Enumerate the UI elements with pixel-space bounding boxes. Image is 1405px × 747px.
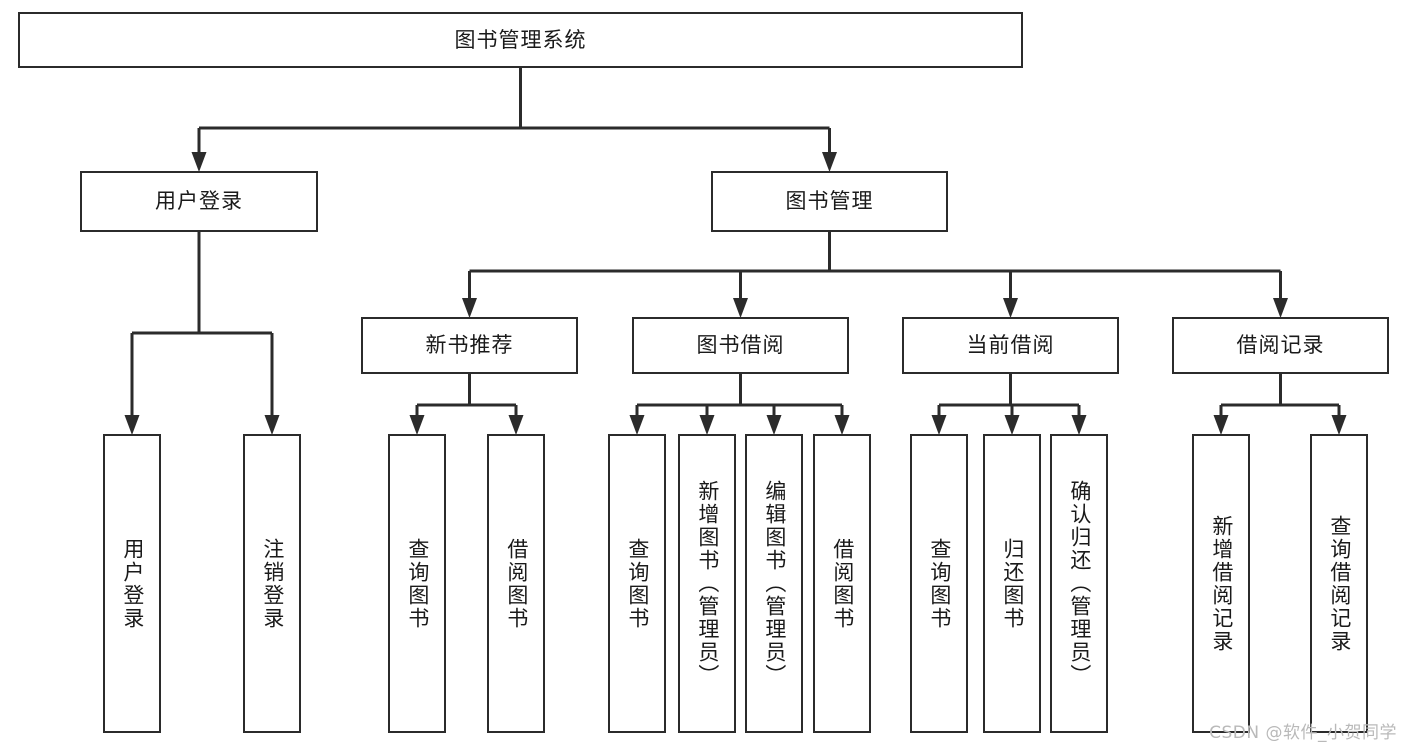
node-newbook[interactable]: 新书推荐 bbox=[361, 317, 578, 374]
arrowhead-icon bbox=[733, 298, 748, 318]
arrowhead-icon bbox=[1004, 415, 1020, 435]
arrowhead-icon bbox=[1213, 415, 1229, 435]
arrowhead-icon bbox=[931, 415, 947, 435]
arrowhead-icon bbox=[822, 152, 837, 172]
node-l6[interactable]: 新增图书（管理员） bbox=[678, 434, 736, 733]
node-l10[interactable]: 归还图书 bbox=[983, 434, 1041, 733]
node-l12[interactable]: 新增借阅记录 bbox=[1192, 434, 1250, 733]
node-label: 新书推荐 bbox=[425, 333, 514, 358]
node-label: 确认归还（管理员） bbox=[1067, 480, 1092, 687]
node-label: 查询借阅记录 bbox=[1327, 514, 1352, 653]
node-label: 新增借阅记录 bbox=[1209, 514, 1234, 653]
node-label: 借阅记录 bbox=[1236, 333, 1325, 358]
node-label: 查询图书 bbox=[927, 537, 952, 630]
arrowhead-icon bbox=[699, 415, 715, 435]
arrowhead-icon bbox=[508, 415, 524, 435]
node-label: 当前借阅 bbox=[966, 333, 1055, 358]
arrowhead-icon bbox=[124, 415, 140, 435]
arrowhead-icon bbox=[1071, 415, 1087, 435]
arrowhead-icon bbox=[629, 415, 645, 435]
node-l11[interactable]: 确认归还（管理员） bbox=[1050, 434, 1108, 733]
arrowhead-icon bbox=[264, 415, 280, 435]
arrowhead-icon bbox=[462, 298, 477, 318]
node-bookmgmt[interactable]: 图书管理 bbox=[711, 171, 948, 232]
node-label: 注销登录 bbox=[260, 537, 285, 630]
node-label: 新增图书（管理员） bbox=[695, 480, 720, 687]
node-l3[interactable]: 查询图书 bbox=[388, 434, 446, 733]
node-records[interactable]: 借阅记录 bbox=[1172, 317, 1389, 374]
node-current[interactable]: 当前借阅 bbox=[902, 317, 1119, 374]
node-label: 用户登录 bbox=[155, 189, 243, 214]
arrowhead-icon bbox=[1331, 415, 1347, 435]
node-label: 图书管理 bbox=[785, 189, 874, 214]
watermark-text: CSDN @软件_小贺同学 bbox=[1209, 723, 1397, 743]
node-label: 编辑图书（管理员） bbox=[762, 480, 787, 687]
node-label: 图书管理系统 bbox=[454, 27, 587, 52]
node-root[interactable]: 图书管理系统 bbox=[18, 12, 1023, 68]
arrowhead-icon bbox=[1003, 298, 1018, 318]
node-borrow[interactable]: 图书借阅 bbox=[632, 317, 849, 374]
arrowhead-icon bbox=[191, 152, 207, 172]
node-label: 图书借阅 bbox=[696, 333, 785, 358]
node-label: 用户登录 bbox=[120, 537, 145, 630]
node-label: 查询图书 bbox=[405, 537, 430, 630]
node-label: 借阅图书 bbox=[504, 537, 529, 630]
node-l2[interactable]: 注销登录 bbox=[243, 434, 301, 733]
node-l13[interactable]: 查询借阅记录 bbox=[1310, 434, 1368, 733]
node-l8[interactable]: 借阅图书 bbox=[813, 434, 871, 733]
node-l5[interactable]: 查询图书 bbox=[608, 434, 666, 733]
arrowhead-icon bbox=[409, 415, 425, 435]
node-label: 查询图书 bbox=[625, 537, 650, 630]
node-login[interactable]: 用户登录 bbox=[80, 171, 318, 232]
arrowhead-icon bbox=[834, 415, 850, 435]
arrowhead-icon bbox=[766, 415, 782, 435]
node-l7[interactable]: 编辑图书（管理员） bbox=[745, 434, 803, 733]
node-l9[interactable]: 查询图书 bbox=[910, 434, 968, 733]
node-l4[interactable]: 借阅图书 bbox=[487, 434, 545, 733]
node-label: 借阅图书 bbox=[830, 537, 855, 630]
arrowhead-icon bbox=[1273, 298, 1288, 318]
node-l1[interactable]: 用户登录 bbox=[103, 434, 161, 733]
node-label: 归还图书 bbox=[1000, 537, 1025, 630]
